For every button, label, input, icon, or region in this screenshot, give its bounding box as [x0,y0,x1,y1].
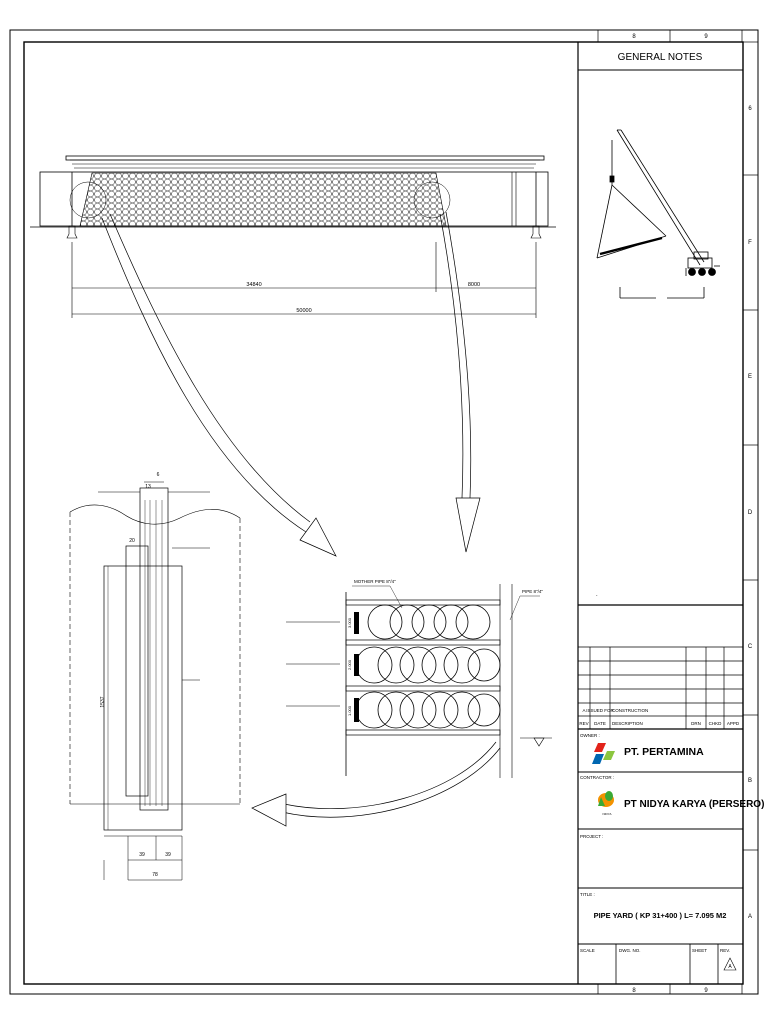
right-zone-ref-7: A [748,914,752,920]
level-mark-2000: 2.000 [347,659,352,670]
pipe-row-top [367,604,491,640]
crane-illustration [596,129,720,299]
right-zone-ref-5: C [748,644,753,650]
general-notes-title: GENERAL NOTES [618,52,703,63]
right-zone-ref-6: B [748,778,752,784]
pertamina-logo [592,743,615,764]
pipe-row-middle [355,646,501,684]
dim-50000: 50000 [296,308,311,314]
nidya-logo-subtext: NIDYA [603,812,612,816]
rev-header-rev: REV [579,721,588,726]
elevation-dimensions [71,242,537,318]
rev-header-appd: APPD [727,721,740,726]
section-dim-39-right: 39 [165,852,171,858]
mother-pipe-label: MOTHER PIPE 8"/4" [354,579,396,584]
footer-grid [615,944,719,984]
section-dim-20: 20 [129,538,135,544]
pipe-stack-detail [286,584,552,778]
revision-table-grid [578,646,743,730]
section-detail [69,481,241,881]
rev-row-a-rev: A [582,708,585,713]
pipe-stack-elevation [79,172,447,227]
contractor-name: PT NIDYA KARYA (PERSERO) [624,799,764,810]
pipe-yard-elevation [30,155,556,239]
title-label: TITLE : [580,892,595,897]
owner-name: PT. PERTAMINA [624,746,704,758]
top-zone-ref-1: 8 [632,34,636,40]
sheet-label: SHEET [692,948,707,953]
top-zone-ref-2: 9 [704,34,708,40]
rev-row-a-date: ISSUED FOR [586,708,614,713]
dim-8000: 8000 [468,282,480,288]
right-zone-ref-4: D [748,510,753,516]
dwg-no-label: DWG. NO. [619,948,641,953]
rev-label: REV. [720,948,730,953]
section-dim-13: 13 [145,484,151,490]
owner-label: OWNER : [580,733,600,738]
right-zone-ref-3: E [748,374,752,380]
rev-value: A [728,964,732,970]
rev-header-drn: DRN [691,721,701,726]
section-dim-1537: 1537 [100,696,106,707]
nidya-karya-logo [598,791,614,807]
callout-arrow-left [101,213,337,557]
right-zone-ref-2: F [748,240,752,246]
section-dim-78: 78 [152,872,158,878]
right-zone-ticks [743,41,758,851]
stack-separators [354,612,359,722]
dim-34840: 34840 [246,282,261,288]
notes-dot: . [596,592,598,598]
level-mark-3000: 3.000 [347,617,352,628]
rev-triangle-icon [723,957,737,971]
right-zone-ref-1: 6 [748,106,752,112]
top-zone-ticks [597,30,743,994]
contractor-label: CONTRACTOR : [580,775,614,780]
rev-row-a-desc: CONSTRUCTION [612,708,648,713]
outer-border [9,29,759,995]
rev-header-desc: DESCRIPTION [612,721,643,726]
section-dim-6: 6 [157,472,160,478]
callout-arrow-right [439,211,481,553]
level-mark-1000: 1.000 [347,705,352,716]
rev-header-chkd: CHKD [709,721,723,726]
drawing-title: PIPE YARD ( KP 31+400 ) L= 7.095 M2 [594,911,727,920]
pipe-label: PIPE 8"/4" [522,589,543,594]
project-label: PROJECT : [580,834,603,839]
callout-arrow-bottom [251,741,501,827]
scale-label: SCALE [580,948,595,953]
bottom-zone-ref-2: 9 [704,988,708,994]
inner-border [23,41,744,985]
bottom-zone-ref-1: 8 [632,988,636,994]
pipe-row-bottom [355,691,501,729]
rev-header-date: DATE [594,721,606,726]
section-dim-39-left: 39 [139,852,145,858]
